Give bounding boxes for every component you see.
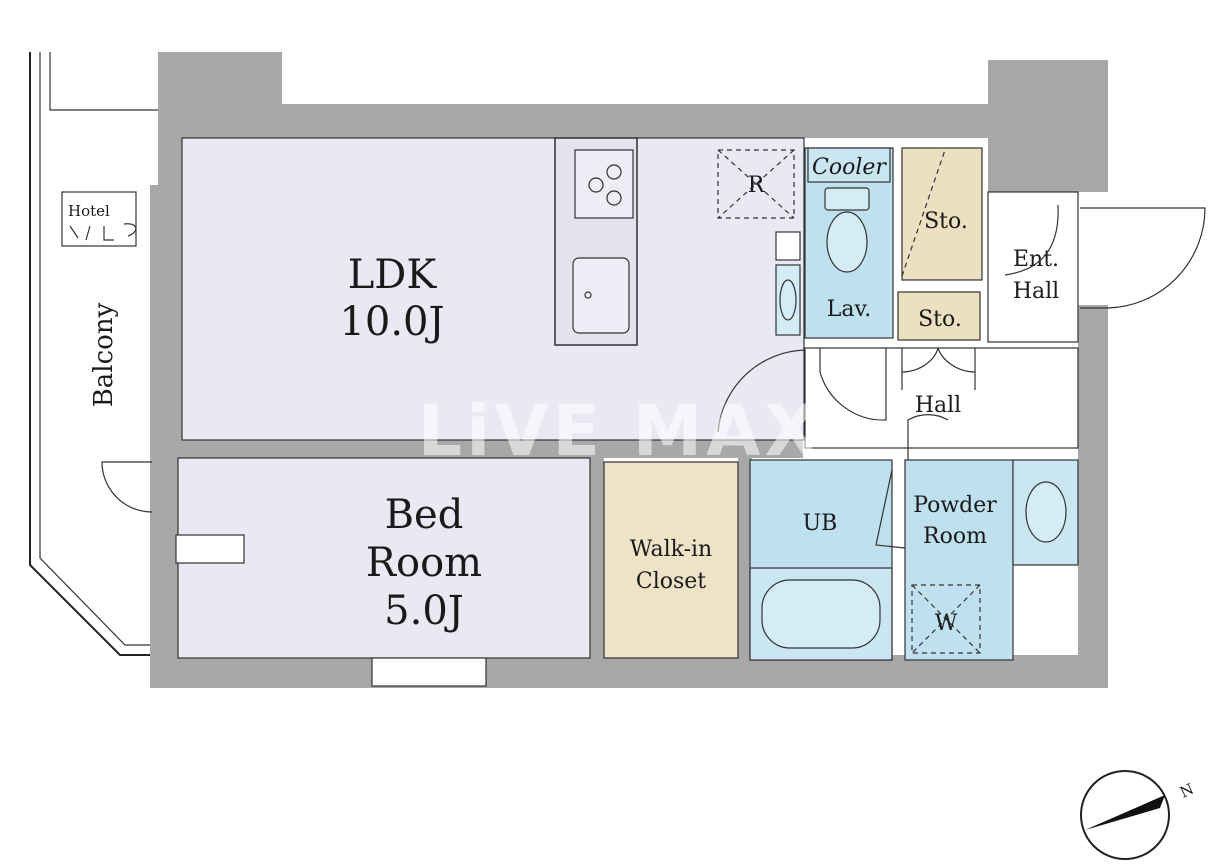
room-bedroom: [177, 457, 591, 659]
bedroom-window: [371, 657, 487, 687]
toilet-icon: [824, 187, 870, 273]
room-storage-upper: [901, 147, 983, 281]
lav-label: Lav.: [827, 297, 872, 322]
wash-basin-icon: [775, 231, 801, 336]
storage-lower-label: Sto.: [918, 307, 962, 332]
hall-door-swing: [819, 348, 887, 421]
hall-label: Hall: [915, 393, 961, 418]
kitchen-counter: [554, 137, 638, 346]
room-ldk: [181, 137, 805, 441]
compass-north-label: N: [1177, 780, 1197, 802]
kitchen-sink-icon: [572, 257, 630, 334]
balcony-area: Hotel Balcony: [29, 52, 158, 656]
bedroom-balcony-door: [101, 461, 153, 513]
wall-mid-horizontal: [178, 440, 803, 458]
bedroom-ac-unit: [175, 534, 245, 564]
room-hall: [804, 347, 1079, 449]
storage-door-swing: [901, 347, 976, 390]
bedroom-name-line1: Bed: [385, 492, 464, 538]
refrigerator-label: R: [748, 173, 766, 198]
walls: [150, 52, 1108, 688]
ldk-name: LDK: [348, 252, 438, 298]
hotel-sign-label: Hotel: [68, 202, 110, 220]
watermark: LiVE MAX: [418, 390, 823, 472]
washer-space: W: [911, 584, 981, 654]
ub-label: UB: [803, 511, 838, 536]
refrigerator-space: R: [717, 149, 795, 219]
powder-door: [907, 414, 949, 460]
wall-left: [150, 185, 182, 685]
stove-burner-icon: [606, 164, 622, 180]
room-walk-in-closet: [603, 461, 739, 659]
bedroom-size: 5.0J: [384, 588, 464, 634]
bedroom-name-line2: Room: [366, 540, 482, 586]
ldk-size: 10.0J: [339, 299, 444, 345]
room-storage-lower: [897, 291, 981, 341]
washer-label: W: [935, 611, 958, 636]
entrance-hall-line2: Hall: [1013, 279, 1059, 304]
storage-upper-label: Sto.: [924, 209, 968, 234]
room-powder-room: [904, 459, 1014, 661]
entrance-door: [1080, 207, 1206, 309]
compass-icon: N: [1080, 770, 1197, 860]
powder-basin-icon: [1025, 481, 1067, 543]
closet-line2: Closet: [636, 569, 706, 594]
wall-top-right-column: [988, 60, 1108, 192]
room-entrance-hall: [987, 191, 1079, 343]
wall-top: [158, 104, 1108, 138]
stove-burner-icon: [588, 177, 604, 193]
wall-wet-divider: [738, 455, 752, 660]
stove-burner-icon: [606, 190, 622, 206]
wall-right: [1078, 305, 1108, 688]
powder-room-line1: Powder: [913, 493, 997, 518]
wall-bed-closet: [590, 455, 604, 660]
hotel-sign-icon: Hotel: [61, 191, 137, 247]
powder-room-line2: Room: [923, 524, 987, 549]
entrance-hall-line1: Ent.: [1013, 247, 1059, 272]
cooler-unit: [807, 147, 891, 183]
cooler-label: Cooler: [812, 155, 887, 180]
balcony-label: Balcony: [89, 302, 119, 407]
closet-line1: Walk-in: [630, 537, 712, 562]
bathtub-basin-icon: [761, 579, 881, 649]
